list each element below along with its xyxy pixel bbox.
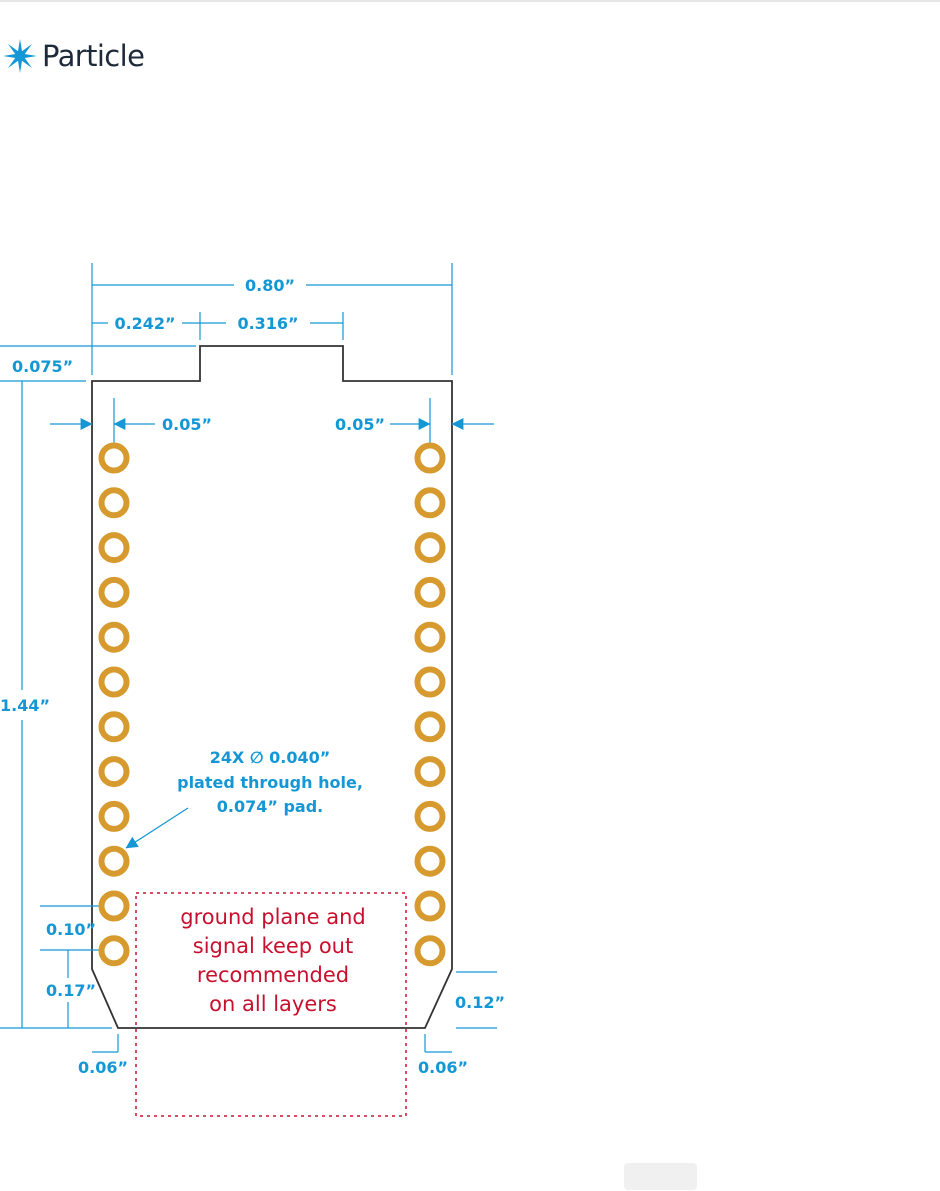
hole-note-line: 24X ∅ 0.040” — [210, 748, 331, 767]
dim-chamfer-bottom-right: 0.06” — [418, 1058, 468, 1077]
left-pin-pad — [102, 535, 127, 560]
dim-overall-width: 0.80” — [245, 276, 295, 295]
left-pin-pad — [102, 894, 127, 919]
dim-tab-height: 0.075” — [12, 357, 73, 376]
right-pin-pad — [418, 535, 443, 560]
left-pin-pad — [102, 938, 127, 963]
dim-left-pin-edge: 0.05” — [162, 415, 212, 434]
left-pin-pad — [102, 714, 127, 739]
right-pin-pad — [418, 580, 443, 605]
dim-chamfer-right: 0.12” — [455, 993, 505, 1012]
right-pin-pad — [418, 670, 443, 695]
right-pin-pad — [418, 894, 443, 919]
left-pin-pad — [102, 849, 127, 874]
left-pin-pad — [102, 490, 127, 515]
keepout-note-line: signal keep out — [193, 934, 353, 958]
dim-right-pin-edge: 0.05” — [335, 415, 385, 434]
dim-pin-pitch: 0.10” — [46, 920, 96, 939]
right-pin-pad — [418, 625, 443, 650]
dim-chamfer-bottom-left: 0.06” — [78, 1058, 128, 1077]
right-pin-pad — [418, 714, 443, 739]
dim-tab-width: 0.316” — [237, 314, 298, 333]
left-pin-pad — [102, 670, 127, 695]
keepout-note-line: recommended — [197, 963, 349, 987]
left-pin-pad — [102, 625, 127, 650]
keepout-note-line: ground plane and — [180, 905, 365, 929]
left-pin-pad — [102, 759, 127, 784]
keepout-note-line: on all layers — [209, 992, 337, 1016]
scroll-indicator[interactable] — [624, 1163, 697, 1190]
hole-note-line: 0.074” pad. — [217, 797, 323, 816]
right-pin-pad — [418, 490, 443, 515]
left-pin-pad — [102, 580, 127, 605]
hole-note-line: plated through hole, — [177, 773, 363, 792]
dim-last-pin-to-bottom: 0.17” — [46, 981, 96, 1000]
left-pin-pad — [102, 804, 127, 829]
dim-board-height: 1.44” — [0, 696, 50, 715]
right-pin-pad — [418, 759, 443, 784]
left-pin-pad — [102, 446, 127, 471]
right-pin-pad — [418, 446, 443, 471]
dim-left-offset: 0.242” — [114, 314, 175, 333]
right-pin-pad — [418, 804, 443, 829]
right-pin-pad — [418, 938, 443, 963]
right-pin-pad — [418, 849, 443, 874]
